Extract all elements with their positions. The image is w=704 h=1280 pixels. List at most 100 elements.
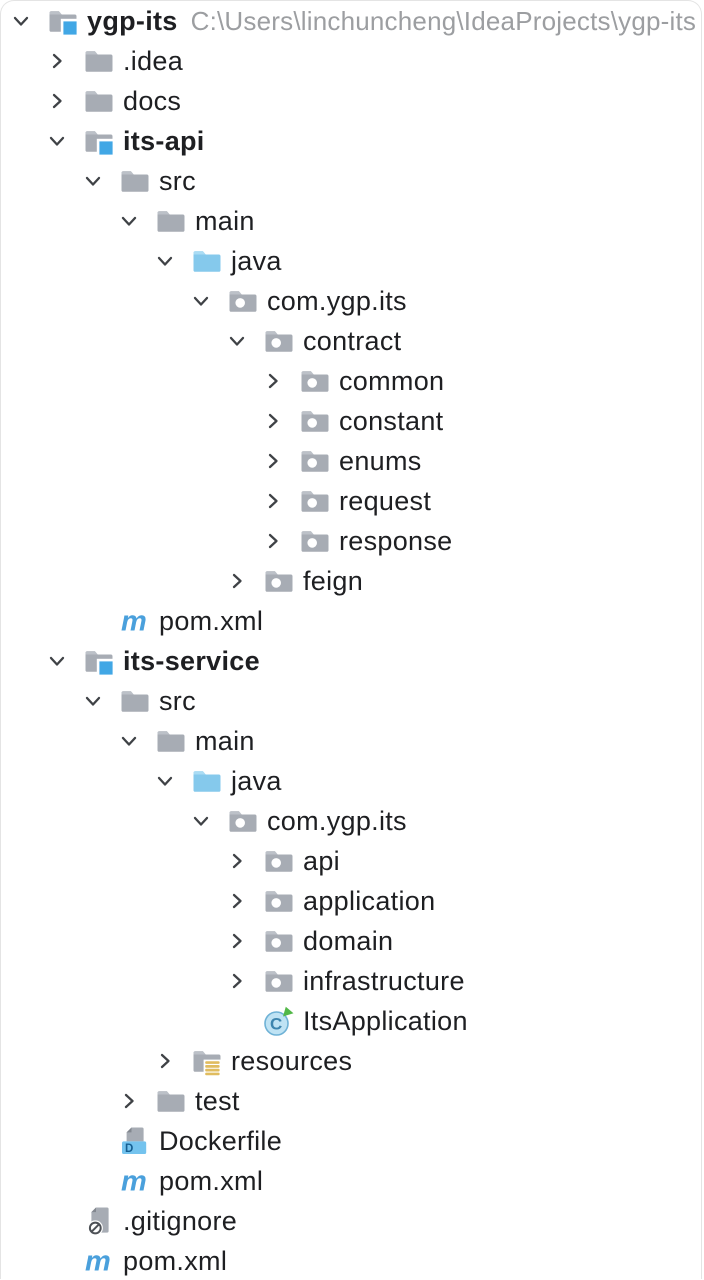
svg-text:D: D [125, 1143, 133, 1155]
tree-row-main[interactable]: main [1, 201, 701, 241]
chevron-down-icon[interactable] [225, 329, 249, 353]
chevron-spacer [81, 1169, 105, 1193]
package-icon [263, 965, 295, 997]
tree-row-its-service[interactable]: its-service [1, 641, 701, 681]
folder-icon [83, 45, 115, 77]
tree-row-enums[interactable]: enums [1, 441, 701, 481]
tree-item-label: java [231, 766, 282, 796]
package-icon [263, 885, 295, 917]
chevron-down-icon[interactable] [153, 249, 177, 273]
tree-row-resources[interactable]: resources [1, 1041, 701, 1081]
tree-row-src[interactable]: src [1, 161, 701, 201]
chevron-down-icon[interactable] [81, 169, 105, 193]
package-icon [263, 325, 295, 357]
tree-item-label: ygp-its [87, 6, 178, 36]
maven-icon: m [119, 1165, 151, 1198]
tree-item-label: domain [303, 926, 394, 956]
tree-item-label: enums [339, 446, 422, 476]
folder-icon [155, 725, 187, 757]
gitignore-icon [83, 1205, 115, 1237]
tree-row--gitignore[interactable]: .gitignore [1, 1201, 701, 1241]
chevron-down-icon[interactable] [117, 209, 141, 233]
chevron-down-icon[interactable] [117, 729, 141, 753]
tree-item-label: docs [123, 86, 182, 116]
maven-icon: m [83, 1245, 115, 1278]
tree-row-response[interactable]: response [1, 521, 701, 561]
tree-row-its-api[interactable]: its-api [1, 121, 701, 161]
chevron-spacer [45, 1209, 69, 1233]
folder-icon [83, 85, 115, 117]
chevron-down-icon[interactable] [81, 689, 105, 713]
tree-row-java[interactable]: java [1, 761, 701, 801]
chevron-right-icon[interactable] [225, 889, 249, 913]
source-folder-icon [191, 245, 223, 277]
chevron-down-icon[interactable] [45, 649, 69, 673]
tree-item-label: its-service [123, 646, 260, 676]
tree-item-label: application [303, 886, 436, 916]
chevron-spacer [81, 609, 105, 633]
tree-row-itsapplication[interactable]: C ItsApplication [1, 1001, 701, 1041]
chevron-right-icon[interactable] [261, 449, 285, 473]
tree-row-main[interactable]: main [1, 721, 701, 761]
svg-text:C: C [270, 1015, 282, 1034]
tree-row-api[interactable]: api [1, 841, 701, 881]
chevron-spacer [225, 1009, 249, 1033]
svg-text:m: m [85, 1246, 111, 1278]
module-folder-icon [83, 645, 115, 677]
chevron-right-icon[interactable] [117, 1089, 141, 1113]
chevron-spacer [81, 1129, 105, 1153]
chevron-down-icon[interactable] [45, 129, 69, 153]
tree-item-label: api [303, 846, 340, 876]
tree-row-src[interactable]: src [1, 681, 701, 721]
folder-icon [119, 685, 151, 717]
tree-row-test[interactable]: test [1, 1081, 701, 1121]
tree-row-domain[interactable]: domain [1, 921, 701, 961]
tree-item-label: com.ygp.its [267, 806, 407, 836]
tree-row-com-ygp-its[interactable]: com.ygp.its [1, 801, 701, 841]
chevron-right-icon[interactable] [225, 929, 249, 953]
tree-item-label: main [195, 206, 255, 236]
tree-item-label: ItsApplication [303, 1006, 468, 1036]
chevron-right-icon[interactable] [225, 969, 249, 993]
resources-folder-icon [191, 1045, 223, 1077]
tree-item-label: test [195, 1086, 240, 1116]
tree-item-label: java [231, 246, 282, 276]
svg-text:m: m [121, 1166, 147, 1198]
package-icon [263, 565, 295, 597]
chevron-right-icon[interactable] [261, 529, 285, 553]
tree-row-contract[interactable]: contract [1, 321, 701, 361]
chevron-right-icon[interactable] [261, 489, 285, 513]
chevron-right-icon[interactable] [45, 49, 69, 73]
tree-row-common[interactable]: common [1, 361, 701, 401]
folder-icon [155, 1085, 187, 1117]
chevron-right-icon[interactable] [153, 1049, 177, 1073]
chevron-right-icon[interactable] [225, 569, 249, 593]
chevron-down-icon[interactable] [189, 289, 213, 313]
tree-item-label: its-api [123, 126, 205, 156]
tree-row-infrastructure[interactable]: infrastructure [1, 961, 701, 1001]
tree-row-com-ygp-its[interactable]: com.ygp.its [1, 281, 701, 321]
chevron-down-icon[interactable] [189, 809, 213, 833]
tree-row--idea[interactable]: .idea [1, 41, 701, 81]
tree-row-application[interactable]: application [1, 881, 701, 921]
tree-row-feign[interactable]: feign [1, 561, 701, 601]
tree-row-java[interactable]: java [1, 241, 701, 281]
chevron-down-icon[interactable] [153, 769, 177, 793]
tree-row-constant[interactable]: constant [1, 401, 701, 441]
chevron-right-icon[interactable] [261, 409, 285, 433]
chevron-down-icon[interactable] [9, 9, 33, 33]
chevron-right-icon[interactable] [261, 369, 285, 393]
tree-row-docs[interactable]: docs [1, 81, 701, 121]
tree-item-label: constant [339, 406, 444, 436]
folder-icon [119, 165, 151, 197]
maven-icon: m [119, 605, 151, 638]
tree-row-request[interactable]: request [1, 481, 701, 521]
chevron-right-icon[interactable] [225, 849, 249, 873]
tree-item-label: src [159, 166, 196, 196]
chevron-right-icon[interactable] [45, 89, 69, 113]
